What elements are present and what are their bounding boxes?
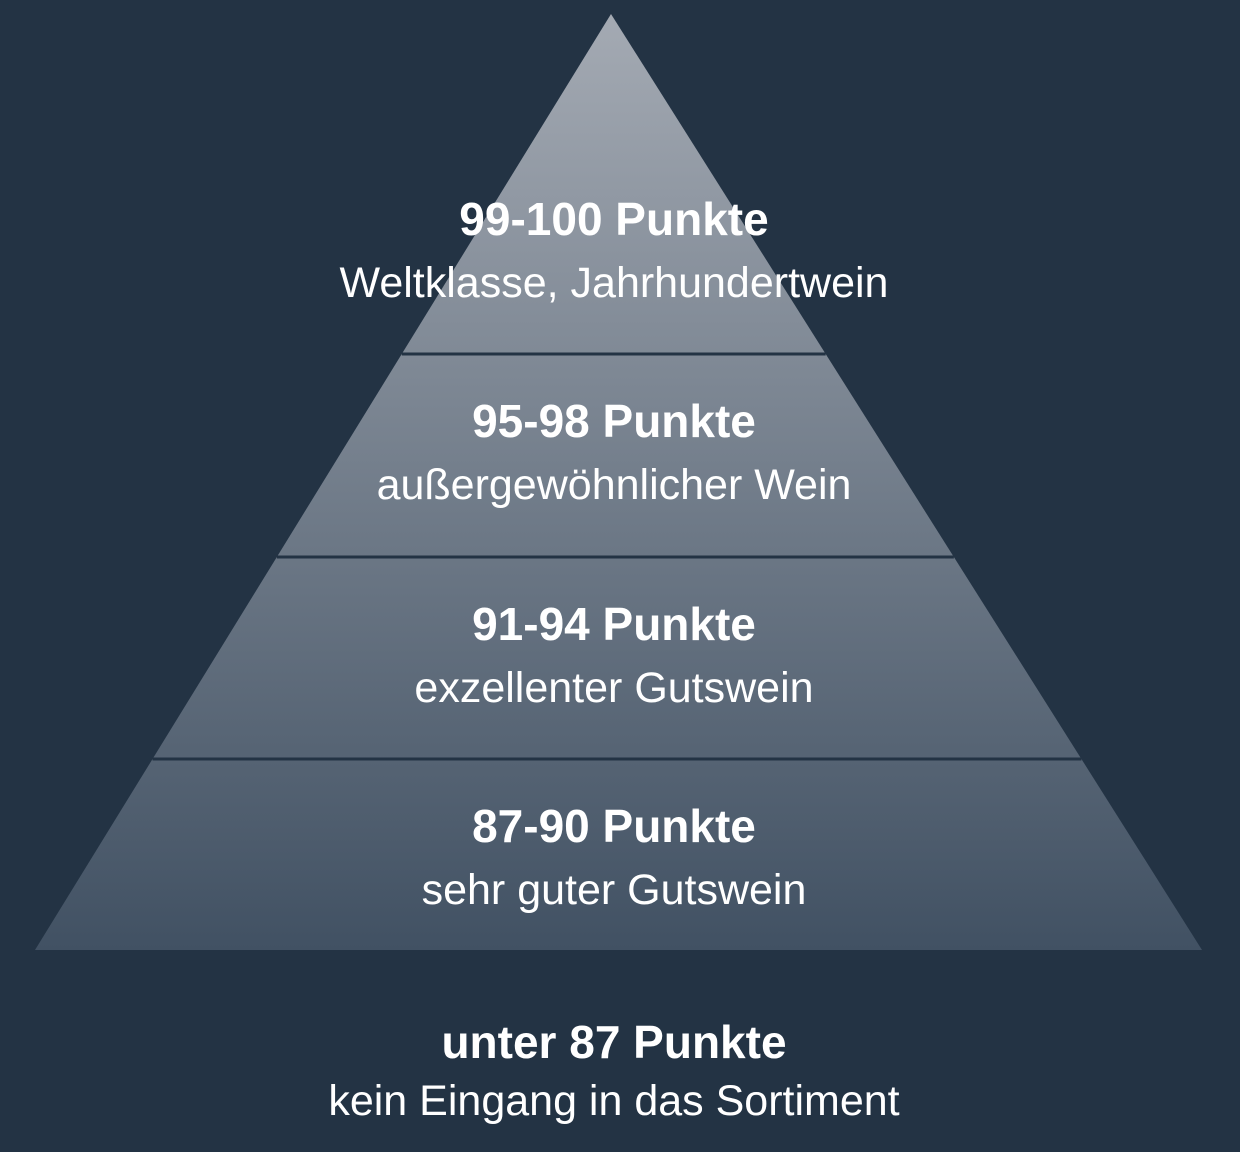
level-2-subtitle: außergewöhnlicher Wein bbox=[377, 461, 852, 509]
level-3-subtitle: exzellenter Gutswein bbox=[414, 664, 813, 712]
level-2-title: 95-98 Punkte bbox=[472, 395, 756, 447]
level-1-title: 99-100 Punkte bbox=[459, 193, 768, 245]
base-title: unter 87 Punkte bbox=[441, 1016, 786, 1068]
level-3-title: 91-94 Punkte bbox=[472, 598, 756, 650]
pyramid-shape bbox=[35, 14, 1202, 950]
base-subtitle: kein Eingang in das Sortiment bbox=[328, 1077, 899, 1125]
level-4-title: 87-90 Punkte bbox=[472, 800, 756, 852]
level-1-subtitle: Weltklasse, Jahrhundertwein bbox=[340, 259, 889, 307]
level-4-subtitle: sehr guter Gutswein bbox=[422, 866, 807, 914]
